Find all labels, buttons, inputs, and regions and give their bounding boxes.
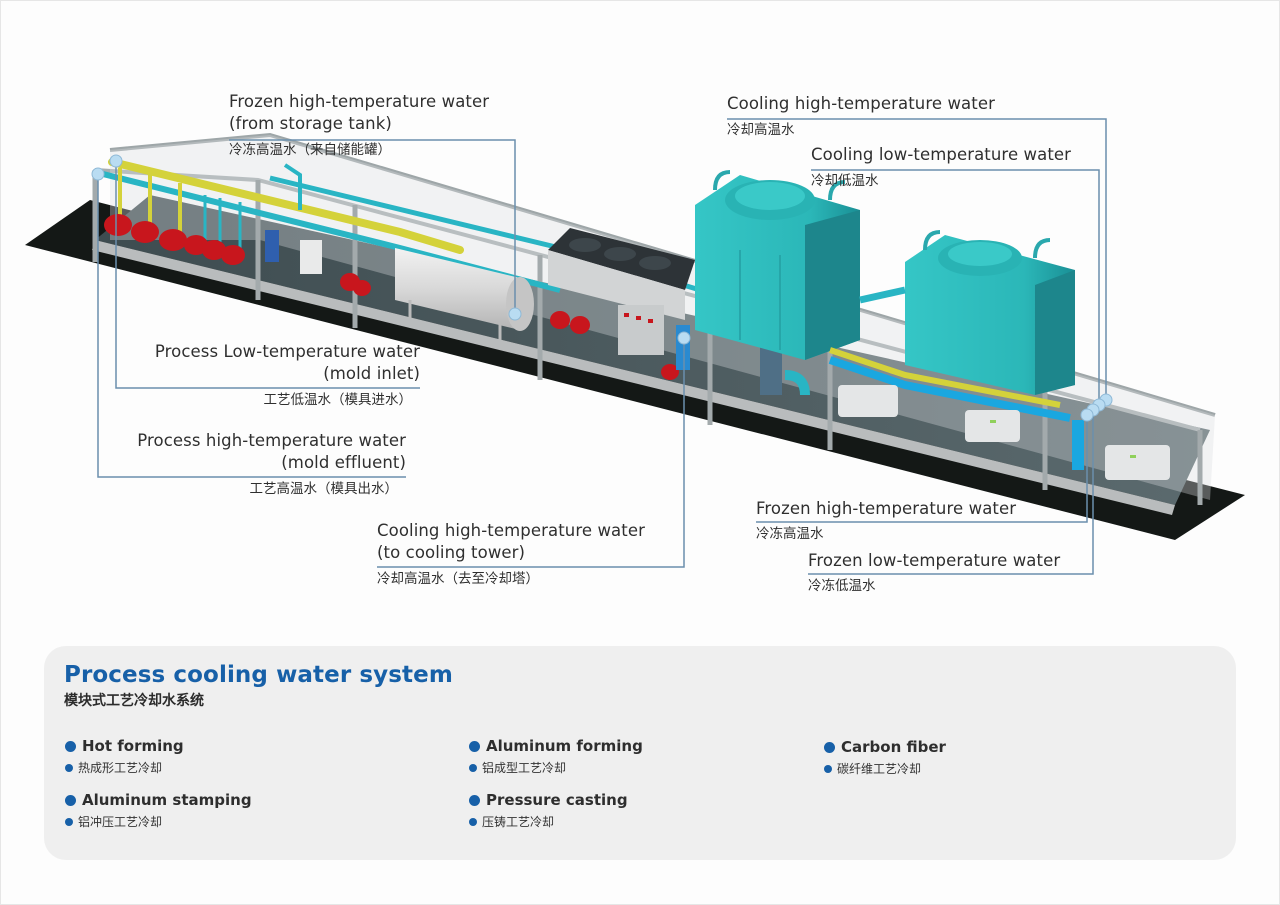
node-marker xyxy=(1080,408,1094,422)
application-item: Aluminum forming 铝成型工艺冷却 xyxy=(469,737,643,776)
application-name: Pressure casting xyxy=(486,791,628,809)
application-name-zh: 碳纤维工艺冷却 xyxy=(837,762,922,776)
bullet-icon xyxy=(824,741,835,753)
callout-en-line2: (mold effluent) xyxy=(281,453,406,472)
callout-cooling-high-top: Cooling high-temperature water 冷却高温水 xyxy=(727,93,995,140)
panel-title: Process cooling water system xyxy=(64,662,453,688)
application-name-zh: 铝冲压工艺冷却 xyxy=(78,815,163,829)
chillers xyxy=(838,385,1170,480)
info-panel: Process cooling water system 模块式工艺冷却水系统 … xyxy=(44,646,1236,860)
callout-en: Cooling high-temperature water xyxy=(727,94,995,113)
callout-en-line2: (from storage tank) xyxy=(229,114,392,133)
panel-subtitle: 模块式工艺冷却水系统 xyxy=(64,693,204,709)
callout-en-line2: (mold inlet) xyxy=(323,364,420,383)
bullet-icon xyxy=(65,817,73,826)
callout-zh: 冷却高温水（去至冷却塔） xyxy=(377,571,539,587)
frame-top-rail xyxy=(109,132,1216,417)
callout-en: Cooling low-temperature water xyxy=(811,145,1072,164)
application-name: Hot forming xyxy=(82,737,184,755)
callout-process-high: Process high-temperature water (mold eff… xyxy=(100,430,406,499)
callout-zh: 冷却高温水 xyxy=(727,122,795,138)
callout-en-line1: Process Low-temperature water xyxy=(154,342,420,361)
application-name-zh: 热成形工艺冷却 xyxy=(78,761,163,775)
callout-cooling-low-top: Cooling low-temperature water 冷却低温水 xyxy=(811,144,1071,191)
bullet-icon xyxy=(65,794,76,806)
node-markers xyxy=(91,154,1113,422)
application-item: Aluminum stamping 铝冲压工艺冷却 xyxy=(65,791,252,830)
callout-zh: 冷冻高温水（来自储能罐） xyxy=(229,142,391,158)
node-marker xyxy=(109,154,123,168)
callout-process-low: Process Low-temperature water (mold inle… xyxy=(120,341,420,410)
cooling-tower-2 xyxy=(905,230,1075,395)
bullet-icon xyxy=(469,763,477,772)
callout-frozen-low-bottom: Frozen low-temperature water 冷冻低温水 xyxy=(808,550,1060,596)
application-name: Carbon fiber xyxy=(841,738,946,756)
leader-lines xyxy=(97,118,1107,575)
callout-zh: 冷冻高温水 xyxy=(756,526,824,542)
red-pumps xyxy=(104,214,679,380)
application-name: Aluminum stamping xyxy=(82,791,252,809)
bullet-icon xyxy=(469,794,480,806)
cooling-tower-1 xyxy=(695,170,860,360)
bullet-icon xyxy=(469,740,480,752)
bullet-icon xyxy=(824,764,832,773)
callout-frozen-high-bottom: Frozen high-temperature water 冷冻高温水 xyxy=(756,498,1016,544)
callout-cooling-high-to-tower: Cooling high-temperature water (to cooli… xyxy=(377,520,645,589)
application-item: Carbon fiber 碳纤维工艺冷却 xyxy=(824,738,946,777)
bullet-icon xyxy=(65,740,76,752)
callout-en-line1: Frozen high-temperature water xyxy=(229,92,490,111)
application-name: Aluminum forming xyxy=(486,737,643,755)
callout-zh: 冷冻低温水 xyxy=(808,578,876,594)
callout-zh: 工艺低温水（模具进水） xyxy=(263,392,413,408)
application-name-zh: 压铸工艺冷却 xyxy=(482,815,555,829)
callout-zh: 冷却低温水 xyxy=(811,173,879,189)
application-name-zh: 铝成型工艺冷却 xyxy=(482,761,567,775)
skid-illustration xyxy=(25,118,1245,575)
callout-en: Frozen high-temperature water xyxy=(756,499,1017,518)
application-item: Pressure casting 压铸工艺冷却 xyxy=(469,791,628,830)
application-item: Hot forming 热成形工艺冷却 xyxy=(65,737,184,776)
bullet-icon xyxy=(65,763,73,772)
callout-zh: 工艺高温水（模具出水） xyxy=(249,481,399,497)
callout-en-line1: Cooling high-temperature water xyxy=(377,521,645,540)
callout-en-line1: Process high-temperature water xyxy=(137,431,406,450)
callout-frozen-high-from-tank: Frozen high-temperature water (from stor… xyxy=(229,91,489,160)
node-marker xyxy=(677,331,691,345)
callout-en: Frozen low-temperature water xyxy=(808,551,1061,570)
node-marker xyxy=(508,307,522,321)
bullet-icon xyxy=(469,817,477,826)
callout-en-line2: (to cooling tower) xyxy=(377,543,526,562)
node-marker xyxy=(91,167,105,181)
pipe-yellow xyxy=(108,158,464,254)
air-cooled-unit xyxy=(548,228,695,320)
control-cabinet xyxy=(618,305,664,355)
